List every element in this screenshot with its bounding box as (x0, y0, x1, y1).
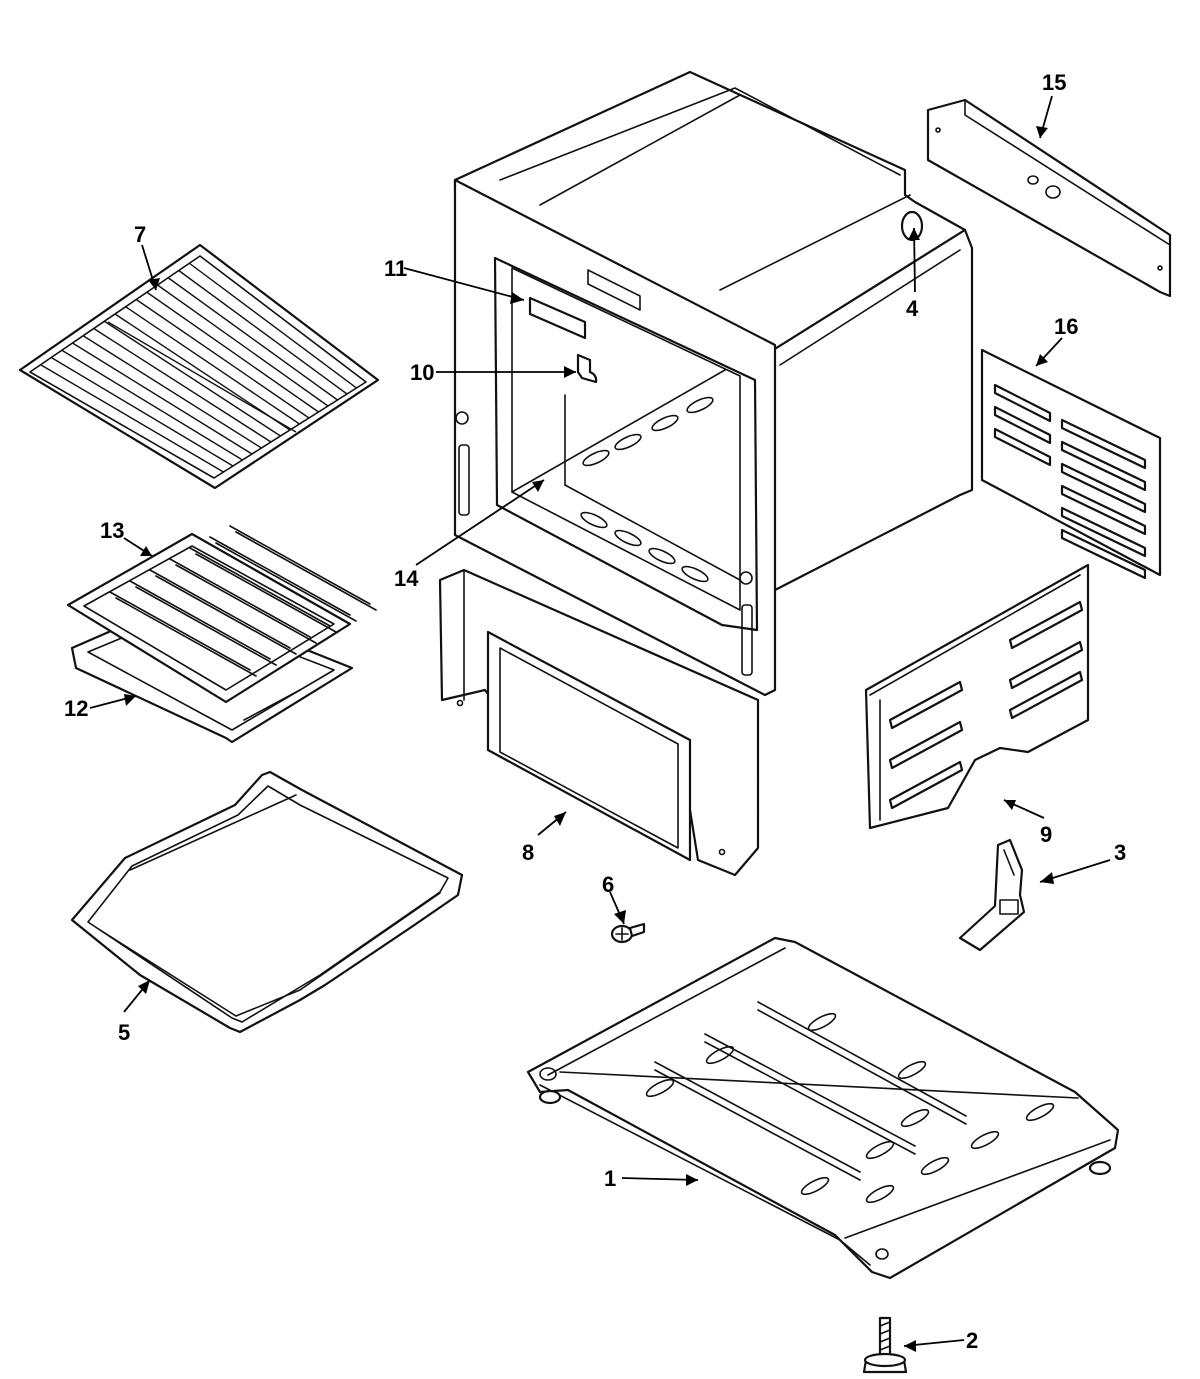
leader-11 (403, 267, 525, 301)
leveling-leg (862, 1316, 908, 1374)
leader-1 (621, 1177, 699, 1181)
callout-9: 9 (1040, 822, 1052, 847)
oven-rack (18, 243, 380, 490)
rear-bracket (926, 98, 1172, 298)
callout-7: 7 (134, 222, 146, 247)
storage-drawer (70, 770, 464, 1034)
callout-10: 10 (410, 360, 434, 385)
screw (610, 922, 646, 944)
anti-tip-bracket (958, 838, 1026, 952)
callout-labels: 1 2 3 4 5 6 7 8 9 10 11 12 13 14 15 16 (64, 70, 1126, 1353)
kick-panel (438, 568, 760, 877)
callout-1: 1 (604, 1166, 616, 1191)
callout-12: 12 (64, 696, 88, 721)
arrowheads (124, 126, 1054, 1352)
callout-11: 11 (384, 256, 407, 281)
broiler-grid (66, 525, 377, 704)
side-panel (864, 563, 1090, 830)
callout-3: 3 (1114, 840, 1126, 865)
leader-14 (415, 479, 545, 566)
callout-5: 5 (118, 1020, 130, 1045)
callout-13: 13 (100, 518, 124, 543)
callout-14: 14 (394, 566, 419, 591)
callout-6: 6 (602, 872, 614, 897)
callout-15: 15 (1042, 70, 1066, 95)
callout-8: 8 (522, 840, 534, 865)
label-plate (528, 296, 587, 340)
rear-panel (980, 348, 1162, 580)
callout-16: 16 (1054, 314, 1078, 339)
base-pan (526, 936, 1120, 1280)
rack-stop (576, 353, 598, 384)
callout-2: 2 (966, 1328, 978, 1353)
callout-4: 4 (906, 296, 919, 321)
